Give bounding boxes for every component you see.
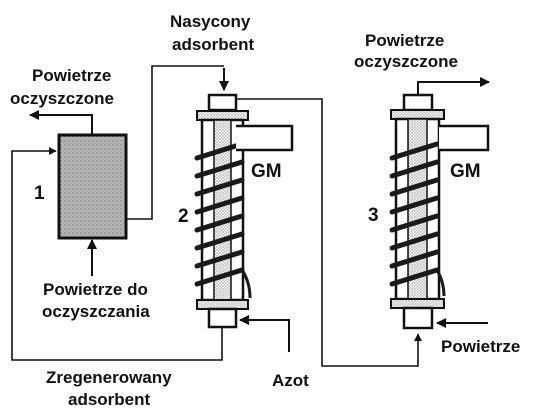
saturated-adsorbent-line xyxy=(126,65,224,220)
outlet-right-label: Powietrze oczyszczone xyxy=(354,31,458,71)
unit-3-number: 3 xyxy=(368,205,379,226)
unit-1-adsorber xyxy=(57,133,128,240)
unit-3-gm-label: GM xyxy=(450,161,481,182)
inlet-right-label: Powietrze xyxy=(441,337,520,356)
unit-2-column xyxy=(194,93,294,329)
saturated-adsorbent-label: Nasycony adsorbent xyxy=(170,12,255,54)
unit-3-column xyxy=(389,93,490,330)
unit-3-clean-air-outlet xyxy=(417,77,490,95)
nitrogen-label: Azot xyxy=(272,371,309,390)
outlet-left-label: Powietrze oczyszczone xyxy=(10,66,116,108)
unit-1-clean-air-outlet xyxy=(29,110,93,135)
unit-2-number: 2 xyxy=(178,206,189,227)
inlet-left-label: Powietrze do oczyszczania xyxy=(42,280,153,321)
regenerated-adsorbent-label: Zregenerowany adsorbent xyxy=(46,368,176,409)
nitrogen-inlet-line xyxy=(239,315,290,352)
unit-1-number: 1 xyxy=(34,183,45,204)
regenerated-adsorbent-line xyxy=(11,147,223,361)
transfer-line xyxy=(236,98,422,367)
unit-2-gm-label: GM xyxy=(251,161,282,182)
